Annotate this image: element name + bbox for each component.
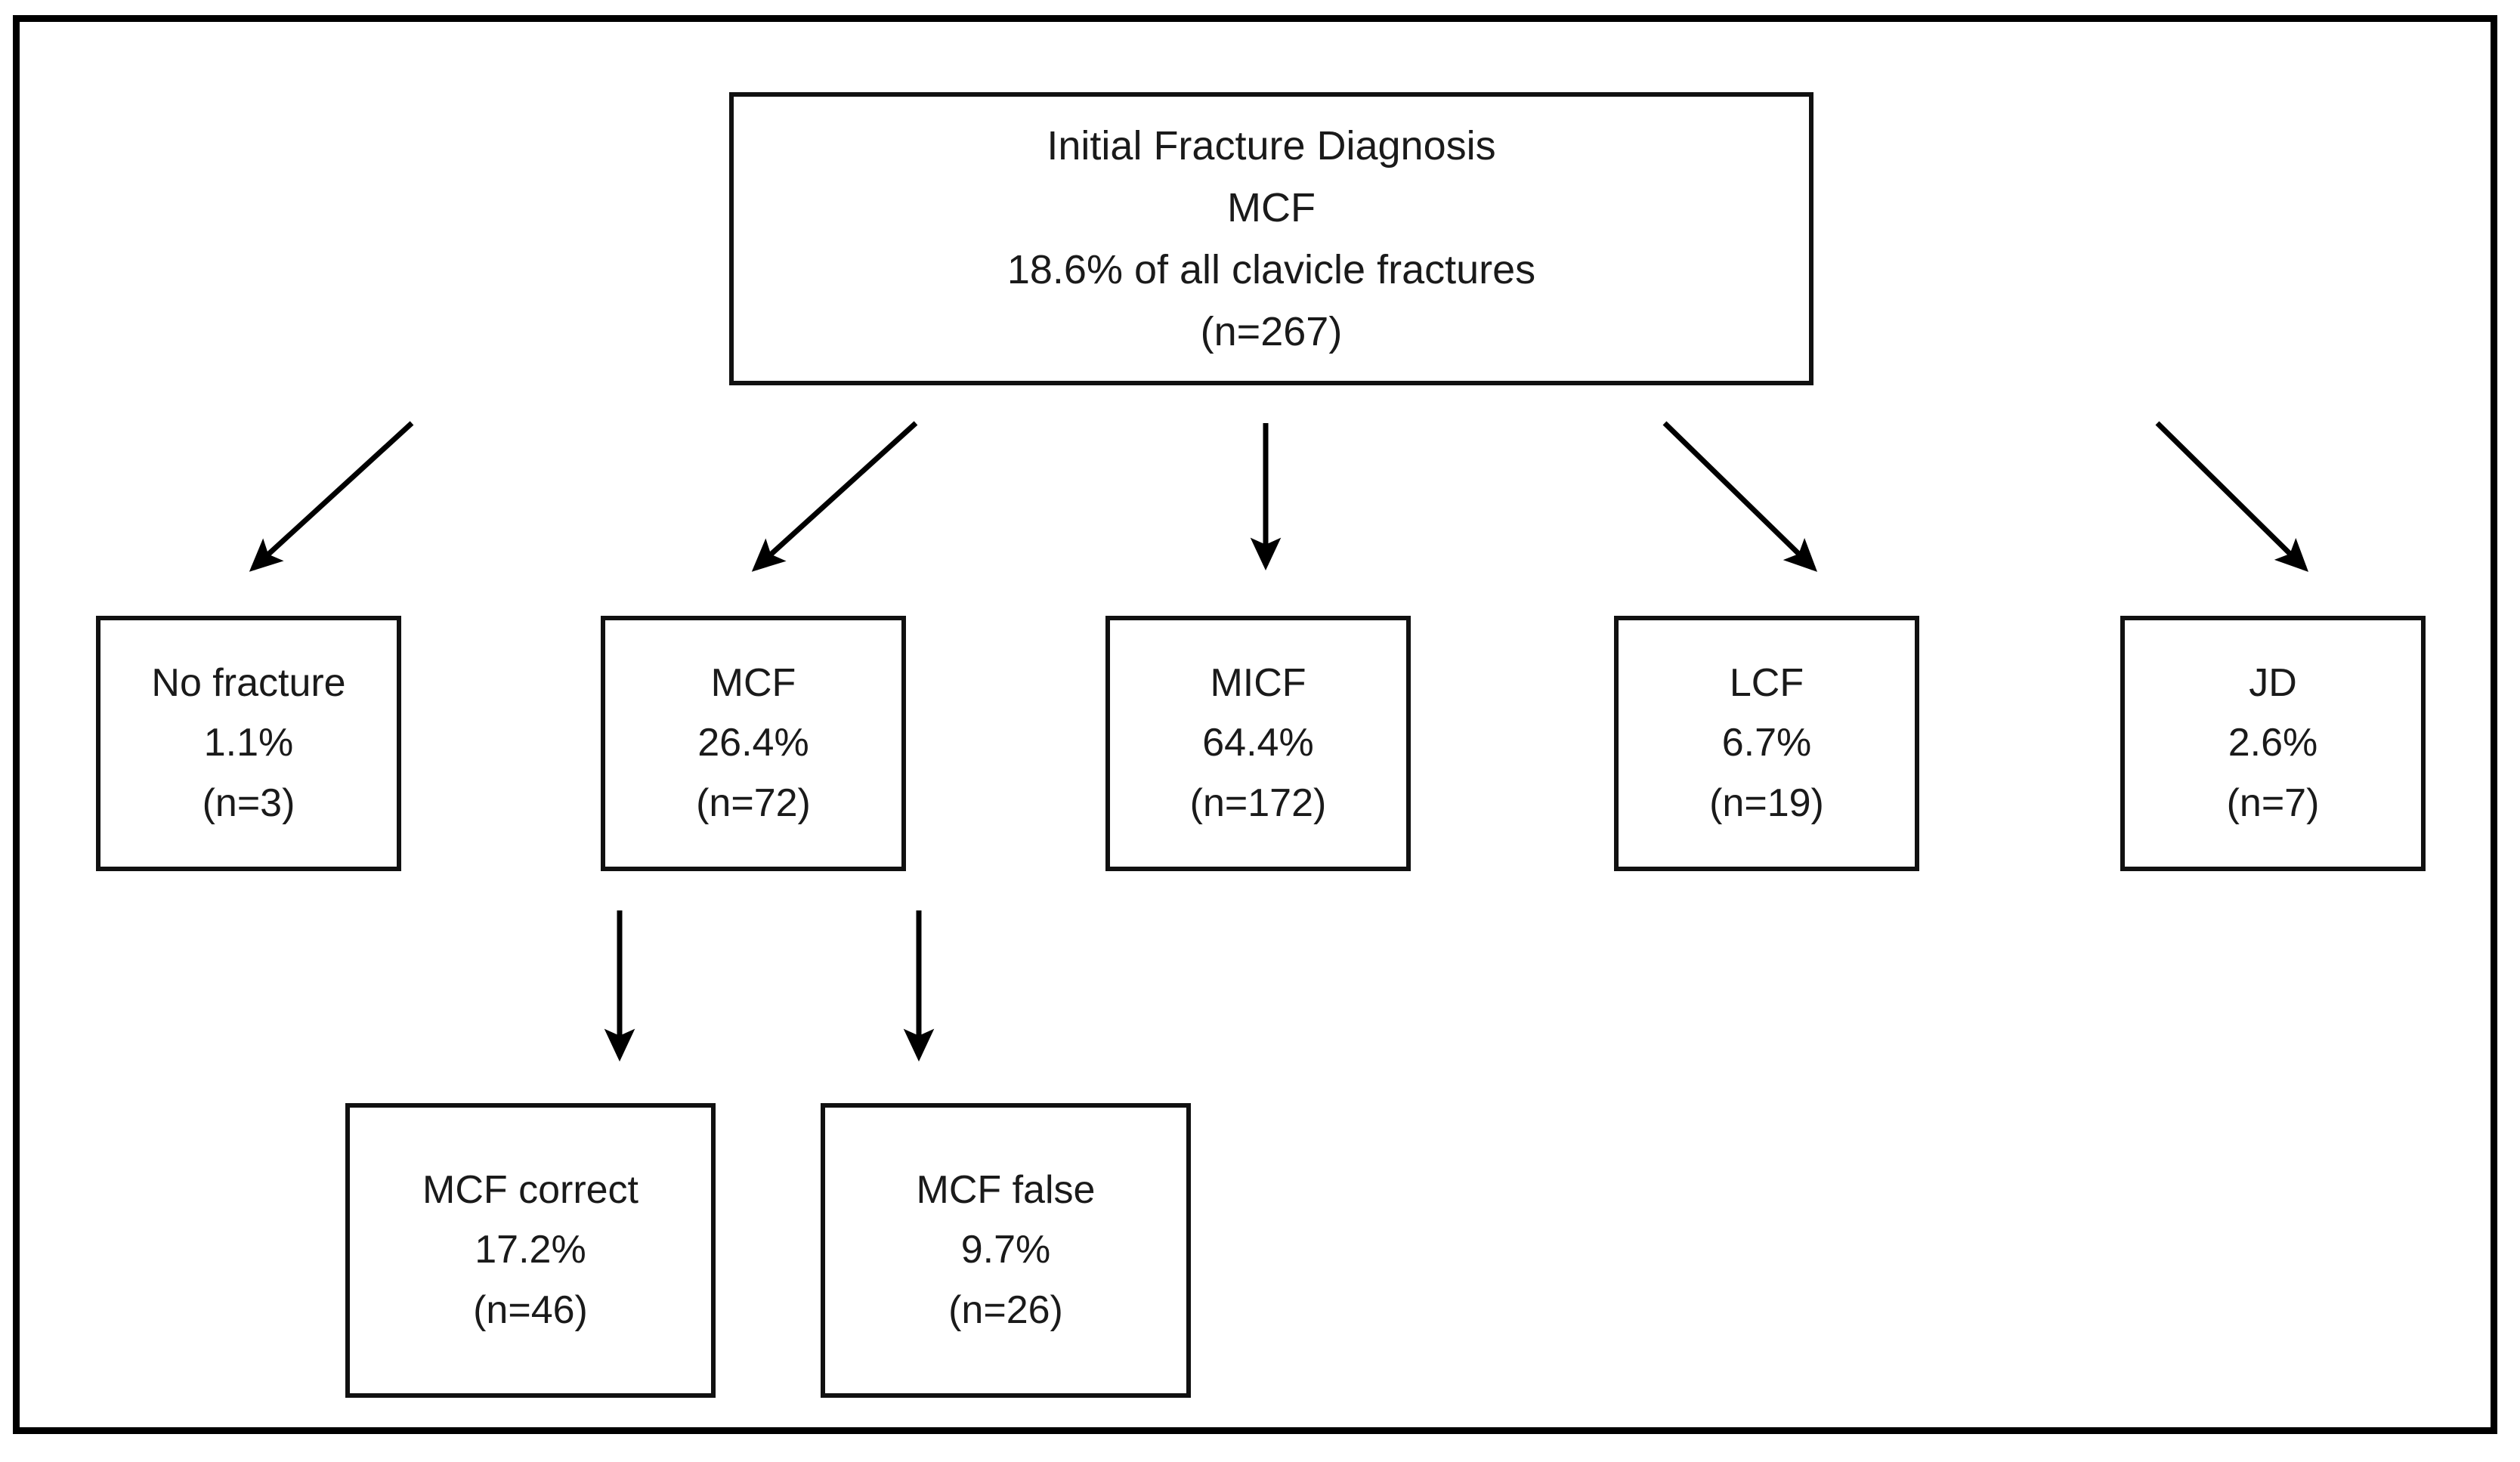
node-root-title: Initial Fracture Diagnosis — [1047, 122, 1496, 168]
node-jd[interactable]: JD 2.6% (n=7) — [2120, 616, 2426, 871]
node-root-percent: 18.6% of all clavicle fractures — [1006, 247, 1536, 292]
node-no-fracture[interactable]: No fracture 1.1% (n=3) — [96, 616, 401, 871]
node-lcf[interactable]: LCF 6.7% (n=19) — [1614, 616, 1919, 871]
node-count: (n=72) — [696, 780, 811, 825]
node-count: (n=7) — [2226, 780, 2320, 825]
node-root-subtype: MCF — [1227, 184, 1316, 230]
node-count: (n=3) — [202, 780, 295, 825]
node-label: LCF — [1729, 661, 1804, 706]
node-mcf-false[interactable]: MCF false 9.7% (n=26) — [821, 1103, 1191, 1398]
node-label: MCF correct — [422, 1168, 639, 1213]
node-percent: 1.1% — [203, 721, 294, 765]
node-count: (n=172) — [1189, 780, 1327, 825]
node-mcf[interactable]: MCF 26.4% (n=72) — [601, 616, 906, 871]
node-count: (n=19) — [1709, 780, 1824, 825]
node-micf[interactable]: MICF 64.4% (n=172) — [1105, 616, 1411, 871]
node-initial-fracture-diagnosis[interactable]: Initial Fracture Diagnosis MCF 18.6% of … — [729, 92, 1813, 385]
node-percent: 6.7% — [1721, 721, 1812, 765]
node-mcf-correct[interactable]: MCF correct 17.2% (n=46) — [345, 1103, 716, 1398]
node-percent: 2.6% — [2228, 721, 2318, 765]
node-percent: 9.7% — [960, 1228, 1051, 1272]
node-percent: 26.4% — [697, 721, 809, 765]
node-root-count: (n=267) — [1200, 309, 1343, 355]
node-label: JD — [2249, 661, 2297, 706]
node-percent: 64.4% — [1202, 721, 1314, 765]
node-count: (n=26) — [948, 1287, 1063, 1332]
node-label: MCF — [710, 661, 796, 706]
node-percent: 17.2% — [475, 1228, 586, 1272]
node-label: MICF — [1210, 661, 1306, 706]
node-label: MCF false — [916, 1168, 1096, 1213]
node-label: No fracture — [151, 661, 346, 706]
node-count: (n=46) — [473, 1287, 588, 1332]
